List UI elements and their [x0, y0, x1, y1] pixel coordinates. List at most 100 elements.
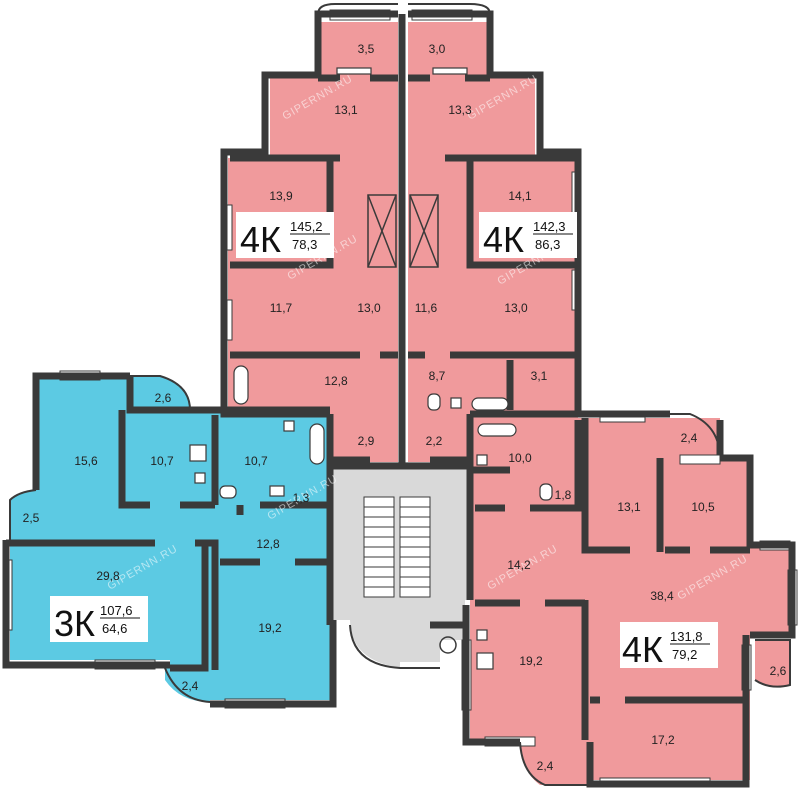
room-area: 19,2 [258, 621, 282, 635]
badge-living-area: 79,2 [672, 647, 697, 662]
room-area: 10,5 [691, 500, 715, 514]
apartment-3-fill [10, 376, 330, 702]
room-area: 13,9 [269, 189, 293, 203]
wall [32, 372, 130, 490]
wall [326, 414, 474, 470]
chute-icon [439, 636, 457, 654]
window [679, 454, 721, 465]
room-area: 38,4 [650, 589, 674, 603]
bathtub-icon [233, 365, 249, 405]
room-area: 10,7 [150, 454, 174, 468]
badge-living-area: 86,3 [535, 237, 560, 252]
badge-living-area: 78,3 [292, 237, 317, 252]
badge-total-area: 145,2 [290, 219, 323, 234]
room-area: 13,0 [357, 301, 381, 315]
room-area: 1,8 [555, 488, 572, 502]
stove-icon [476, 652, 494, 670]
balcony-outline [317, 3, 398, 15]
badge-background [479, 212, 577, 258]
wall [581, 418, 630, 554]
room-area: 11,6 [415, 301, 438, 315]
room-area: 12,8 [324, 374, 348, 388]
sink-icon [476, 454, 488, 466]
balcony-outline [130, 375, 191, 411]
sink-icon [476, 629, 488, 641]
room-area: 29,8 [96, 569, 120, 583]
apartment-4-area [465, 418, 790, 780]
room-area: 19,2 [519, 654, 543, 668]
balcony-top-area [670, 418, 720, 455]
stove-icon [189, 444, 207, 462]
badge-room-count: 3К [54, 603, 95, 644]
room-area: 3,0 [429, 42, 446, 56]
apartment-badge-4: 4К 131,8 79,2 [620, 622, 718, 670]
elevator-shafts [367, 194, 439, 268]
room-area: 13,0 [504, 301, 528, 315]
elevator-cross [367, 194, 397, 268]
radiator-icon [432, 67, 468, 75]
room-area: 12,8 [256, 537, 280, 551]
wall [586, 635, 750, 788]
balcony-2-6-area [130, 376, 190, 410]
balcony-2-5-area [10, 490, 36, 540]
room-area: 2,9 [358, 434, 375, 448]
room-area: 2,6 [155, 391, 172, 405]
balcony-2-4-area [165, 668, 210, 702]
wall [118, 410, 150, 509]
room-area: 3,5 [358, 42, 375, 56]
room-area: 11,7 [270, 301, 293, 315]
balcony-outlines [9, 3, 791, 786]
room-area: 13,1 [334, 103, 358, 117]
fixtures [189, 67, 553, 670]
badge-background [50, 596, 148, 642]
room-area: 2,4 [537, 759, 554, 773]
room-labels: 3,5 13,1 13,9 11,7 13,0 12,8 2,9 3,0 13,… [23, 42, 787, 773]
room-area: 13,3 [448, 103, 472, 117]
stair-step-lines [364, 506, 430, 588]
wall [170, 545, 209, 672]
badge-room-count: 4К [622, 629, 663, 670]
badge-total-area: 131,8 [670, 629, 703, 644]
bathtub-icon [477, 423, 517, 437]
badge-living-area: 64,6 [102, 621, 127, 636]
wall [195, 539, 219, 670]
toilet-icon [427, 393, 441, 411]
balcony-right-area [755, 640, 790, 687]
sink-icon [194, 472, 206, 484]
balcony-bottom-area [520, 740, 590, 785]
balcony-outline [164, 667, 211, 703]
room-area: 1,3 [293, 491, 310, 505]
toilet-icon [219, 485, 237, 499]
badge-total-area: 142,3 [533, 219, 566, 234]
stair-steps [364, 506, 430, 588]
badge-room-count: 4К [483, 219, 524, 260]
room-area: 2,2 [426, 434, 443, 448]
toilet-icon [539, 483, 553, 501]
apartment-badge-3: 3К 107,6 64,6 [50, 596, 148, 644]
badge-background [620, 622, 718, 668]
elevator-shaft-left [367, 194, 397, 268]
balcony-outline [9, 489, 37, 540]
bathtub-icon [309, 423, 325, 465]
radiator-icon [336, 67, 372, 75]
badge-total-area: 107,6 [100, 603, 133, 618]
room-area: 10,0 [508, 451, 532, 465]
balcony-outline [519, 741, 590, 786]
balcony-outline [754, 639, 791, 688]
balcony-outline [670, 413, 721, 456]
room-area: 2,6 [770, 664, 787, 678]
wall [466, 158, 578, 269]
sink-icon [450, 397, 462, 409]
wall [2, 540, 170, 669]
wall [720, 454, 796, 639]
elevator-shaft-right [409, 194, 439, 268]
apartment-badge-2: 4К 142,3 86,3 [479, 212, 577, 260]
room-area: 13,1 [617, 500, 641, 514]
badge-room-count: 4К [240, 219, 281, 260]
wall [210, 620, 337, 708]
wall [220, 10, 398, 418]
room-area: 14,2 [507, 558, 531, 572]
wall [126, 376, 330, 414]
balcony-outline [349, 624, 440, 669]
